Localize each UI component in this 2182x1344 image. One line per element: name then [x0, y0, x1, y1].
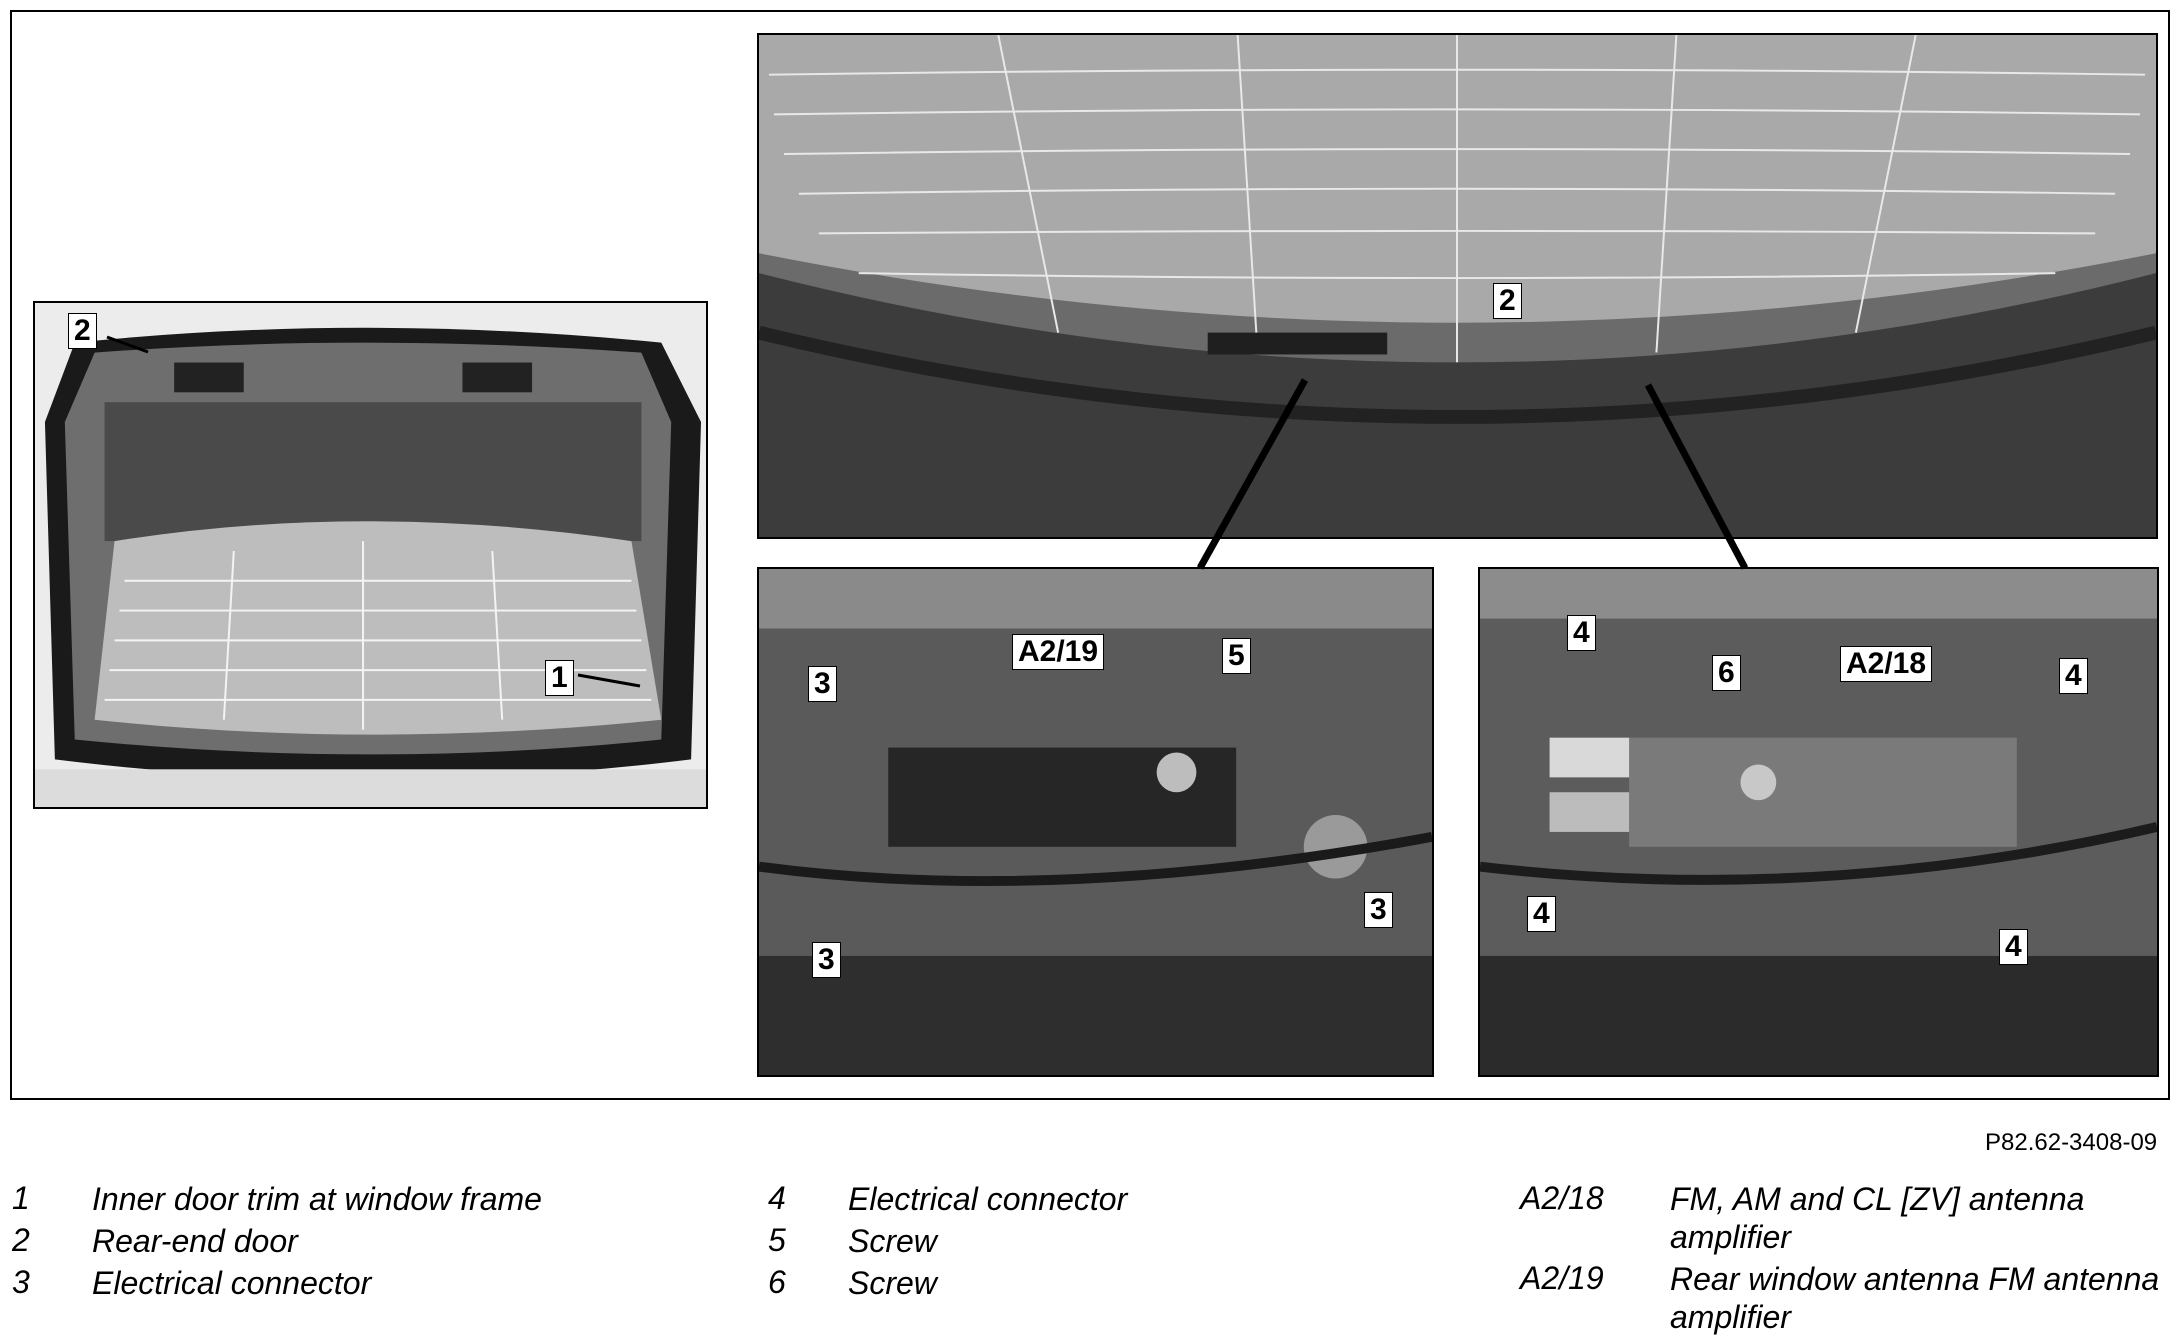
- callout-2-left: 2: [68, 313, 97, 349]
- legend-row: A2/18 FM, AM and CL [ZV] antenna amplifie…: [1520, 1180, 2170, 1256]
- legend-row: 6 Screw: [768, 1264, 1408, 1302]
- legend-number: 5: [768, 1222, 786, 1258]
- legend-row: 1 Inner door trim at window frame: [12, 1180, 712, 1218]
- legend-row: A2/19 Rear window antenna FM antenna ampl…: [1520, 1260, 2170, 1336]
- callout-4-upper-left: 4: [1567, 615, 1596, 651]
- photo-antenna-amplifier-a2-18: [1478, 567, 2159, 1077]
- legend-text: Inner door trim at window frame: [92, 1181, 542, 1217]
- callout-5: 5: [1222, 638, 1251, 674]
- legend-code: A2/19: [1520, 1260, 1604, 1296]
- callout-3-right: 3: [1364, 892, 1393, 928]
- callout-4-upper-right: 4: [2059, 658, 2088, 694]
- legend-row: 3 Electrical connector: [12, 1264, 712, 1302]
- legend-text: Screw: [848, 1223, 937, 1259]
- legend-text: Rear-end door: [92, 1223, 298, 1259]
- callout-a2-19: A2/19: [1012, 634, 1105, 670]
- callout-3-lower: 3: [812, 942, 841, 978]
- legend-column-1: 1 Inner door trim at window frame 2 Rear-e…: [12, 1180, 712, 1306]
- callout-a2-18: A2/18: [1840, 646, 1933, 682]
- legend-number: 3: [12, 1264, 30, 1300]
- legend-text: FM, AM and CL [ZV] antenna amplifier: [1670, 1181, 2085, 1255]
- legend-row: 2 Rear-end door: [12, 1222, 712, 1260]
- legend-text: Screw: [848, 1265, 937, 1301]
- legend-text: Rear window antenna FM antenna amplifier: [1670, 1261, 2160, 1335]
- legend-text: Electrical connector: [848, 1181, 1128, 1217]
- callout-6: 6: [1712, 655, 1741, 691]
- legend-column-3: A2/18 FM, AM and CL [ZV] antenna amplifie…: [1520, 1180, 2170, 1340]
- figure-id: P82.62-3408-09: [1985, 1129, 2158, 1156]
- photo-rear-end-door: [33, 301, 708, 809]
- legend-row: 5 Screw: [768, 1222, 1408, 1260]
- callout-3-upper: 3: [808, 666, 837, 702]
- photo-rear-window: [757, 33, 2158, 539]
- legend-number: 6: [768, 1264, 786, 1300]
- callout-4-lower-right: 4: [1999, 929, 2028, 965]
- legend-number: 4: [768, 1180, 786, 1216]
- callout-4-lower-left: 4: [1527, 896, 1556, 932]
- legend-row: 4 Electrical connector: [768, 1180, 1408, 1218]
- callout-1-left: 1: [545, 660, 574, 696]
- legend-text: Electrical connector: [92, 1265, 372, 1301]
- legend-code: A2/18: [1520, 1180, 1604, 1216]
- callout-2-top: 2: [1493, 283, 1522, 319]
- legend-number: 2: [12, 1222, 30, 1258]
- legend-number: 1: [12, 1180, 30, 1216]
